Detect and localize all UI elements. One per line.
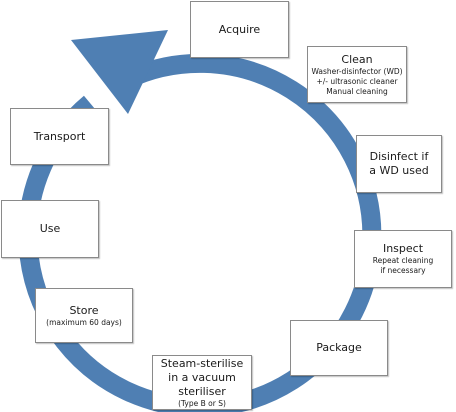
step-package: Package [290, 320, 388, 376]
cycle-arrowhead [71, 30, 168, 114]
step-acquire-title: Acquire [218, 22, 261, 36]
step-store-title: Store [69, 303, 99, 317]
step-clean-note-1: Washer-disinfector (WD) [311, 66, 403, 76]
step-use: Use [1, 200, 99, 258]
step-steam-sterilise: Steam-sterilise in a vacuum steriliser (… [152, 355, 252, 410]
step-steam-note: (Type B or S) [178, 398, 226, 408]
step-clean-note-3: Manual cleaning [326, 86, 388, 96]
step-inspect-title: Inspect [382, 242, 424, 255]
step-transport-title: Transport [33, 129, 86, 143]
step-steam-title: Steam-sterilise in a vacuum steriliser [160, 356, 244, 398]
step-clean-note-2: +/- ultrasonic cleaner [316, 76, 398, 86]
step-acquire: Acquire [190, 1, 289, 58]
step-inspect-note-2: if necessary [380, 266, 426, 275]
step-transport: Transport [10, 108, 109, 165]
step-clean: Clean Washer-disinfector (WD) +/- ultras… [307, 46, 407, 103]
step-use-title: Use [39, 222, 61, 235]
step-store-note: (maximum 60 days) [46, 317, 122, 327]
step-store: Store (maximum 60 days) [35, 288, 133, 343]
step-package-title: Package [316, 341, 362, 354]
step-disinfect: Disinfect if a WD used [356, 135, 442, 193]
step-inspect: Inspect Repeat cleaning if necessary [354, 230, 452, 288]
step-disinfect-title: Disinfect if a WD used [369, 150, 429, 177]
step-inspect-note-1: Repeat cleaning [372, 256, 434, 265]
step-clean-title: Clean [341, 52, 373, 66]
